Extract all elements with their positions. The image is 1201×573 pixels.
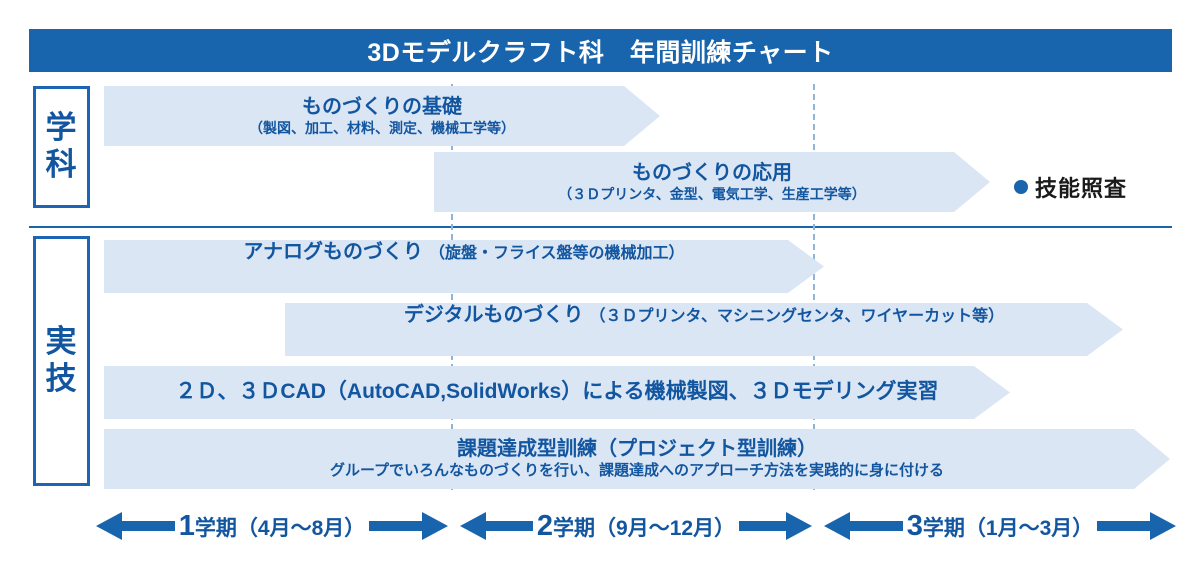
term-label-3: 3学期（1月〜3月） bbox=[902, 509, 1098, 542]
band-title: 課題達成型訓練（プロジェクト型訓練） bbox=[457, 438, 817, 461]
band-digital-monozukuri: デジタルものづくり （３Ｄプリンタ、マシニングセンタ、ワイヤーカット等） bbox=[285, 303, 1123, 356]
term-arrow-3: 3学期（1月〜3月） bbox=[824, 500, 1176, 552]
section-divider bbox=[29, 226, 1172, 228]
band-title: デジタルものづくり bbox=[403, 304, 584, 326]
band-title: ２Ｄ、３ＤCAD（AutoCAD,SolidWorks）による機械製図、３Ｄモデ… bbox=[175, 380, 939, 404]
chart-title-bar: 3Dモデルクラフト科 年間訓練チャート bbox=[29, 29, 1172, 72]
term-text-1: 学期（4月〜8月） bbox=[194, 516, 366, 540]
band-subtitle: （旋盤・フライス盤等の機械加工） bbox=[429, 245, 685, 262]
term-arrow-1: 1学期（4月〜8月） bbox=[96, 500, 448, 552]
category-label-gakka: 学 科 bbox=[45, 110, 78, 182]
band-cad-seizu: ２Ｄ、３ＤCAD（AutoCAD,SolidWorks）による機械製図、３Ｄモデ… bbox=[104, 366, 1010, 419]
term-number-2: 2 bbox=[536, 509, 554, 542]
category-label-jitsugi: 実 技 bbox=[45, 324, 78, 396]
band-monozukuri-kiso: ものづくりの基礎 （製図、加工、材料、測定、機械工学等） bbox=[104, 86, 660, 146]
band-subtitle: （３Ｄプリンタ、マシニングセンタ、ワイヤーカット等） bbox=[589, 308, 1005, 325]
term-divider-2 bbox=[813, 84, 815, 490]
band-subtitle: グループでいろんなものづくりを行い、課題達成へのアプローチ方法を実践的に身に付け… bbox=[329, 462, 945, 480]
band-monozukuri-oyou: ものづくりの応用 （３Ｄプリンタ、金型、電気工学、生産工学等） bbox=[434, 152, 990, 212]
band-title: ものづくりの応用 bbox=[632, 161, 792, 184]
term-text-3: 学期（1月〜3月） bbox=[922, 516, 1094, 540]
category-box-gakka: 学 科 bbox=[33, 86, 90, 208]
band-project-kunren: 課題達成型訓練（プロジェクト型訓練） グループでいろんなものづくりを行い、課題達… bbox=[104, 429, 1170, 489]
band-title: アナログものづくり bbox=[243, 241, 424, 263]
page-title: 3Dモデルクラフト科 年間訓練チャート bbox=[367, 38, 834, 67]
band-analog-monozukuri: アナログものづくり （旋盤・フライス盤等の機械加工） bbox=[104, 240, 824, 293]
term-number-1: 1 bbox=[178, 509, 195, 542]
filled-circle-icon bbox=[1014, 180, 1028, 194]
term-label-1: 1学期（4月〜8月） bbox=[174, 509, 370, 542]
term-label-2: 2学期（9月〜12月） bbox=[532, 509, 740, 542]
legend-label: 技能照査 bbox=[1035, 176, 1128, 201]
term-text-2: 学期（9月〜12月） bbox=[553, 516, 736, 540]
band-subtitle: （３Ｄプリンタ、金型、電気工学、生産工学等） bbox=[558, 185, 866, 202]
term-arrow-2: 2学期（9月〜12月） bbox=[460, 500, 812, 552]
term-number-3: 3 bbox=[906, 509, 923, 542]
legend-skill-exam: 技能照査 bbox=[1014, 171, 1127, 203]
band-title: ものづくりの基礎 bbox=[302, 95, 462, 118]
band-subtitle: （製図、加工、材料、測定、機械工学等） bbox=[249, 119, 515, 136]
category-box-jitsugi: 実 技 bbox=[33, 236, 90, 486]
